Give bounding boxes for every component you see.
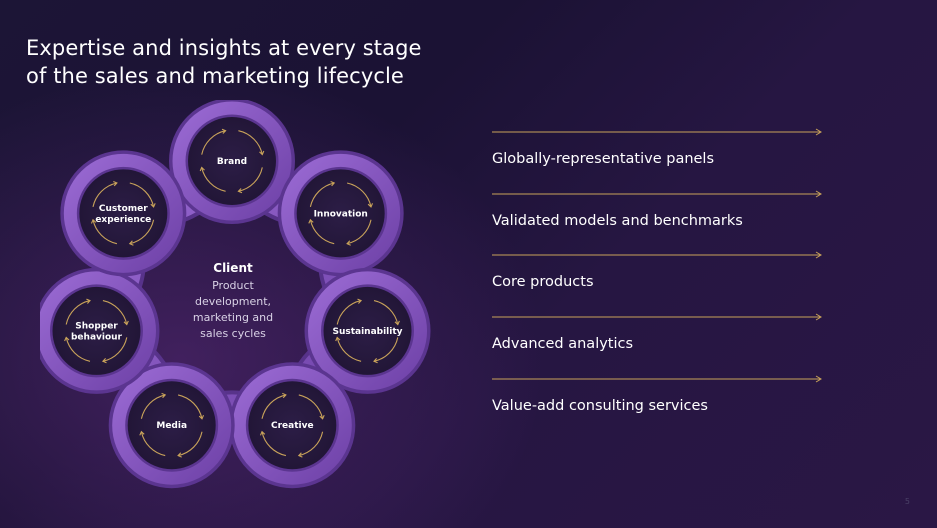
list-item-label: Value-add consulting services	[492, 397, 708, 414]
cycle-arrows-icon	[308, 180, 374, 246]
center-client-block: Client Product development, marketing an…	[193, 261, 273, 340]
list-item: Core products	[492, 245, 832, 307]
center-line-3: marketing and	[193, 311, 273, 324]
page-number: 5	[904, 497, 910, 506]
stage-node-label: experience	[95, 215, 151, 225]
cycle-arrows-icon	[199, 128, 265, 194]
center-line-4: sales cycles	[200, 327, 266, 340]
cycle-arrows-icon	[259, 392, 325, 458]
cycle-arrows-icon	[139, 392, 205, 458]
capabilities-list: Globally-representative panels Validated…	[492, 122, 832, 430]
list-item-label: Core products	[492, 274, 594, 291]
stage-node-label: Creative	[271, 421, 314, 431]
stage-node-label: behaviour	[71, 332, 123, 342]
center-title: Client	[213, 261, 253, 275]
stage-node-label: Customer	[99, 204, 148, 214]
cycle-ribbon	[40, 100, 431, 489]
list-item: Globally-representative panels	[492, 122, 832, 184]
stage-node-label: Shopper	[75, 321, 118, 331]
list-item: Advanced analytics	[492, 307, 832, 369]
gold-arrow-divider	[492, 190, 822, 198]
center-line-1: Product	[212, 279, 254, 292]
list-item: Value-add consulting services	[492, 369, 832, 431]
cycle-arrows-icon	[64, 298, 129, 364]
stage-node: Brand	[188, 117, 276, 205]
stage-node: Sustainability	[323, 286, 412, 375]
gold-arrow-divider	[492, 375, 822, 383]
stage-node-label: Innovation	[314, 209, 368, 219]
stage-node-label: Sustainability	[332, 327, 402, 337]
list-item-label: Globally-representative panels	[492, 151, 715, 167]
page-title: Expertise and insights at every stage of…	[26, 34, 446, 90]
stage-node: Creative	[248, 381, 337, 470]
title-line-1: Expertise and insights at every stage	[26, 36, 422, 60]
center-line-2: development,	[195, 295, 271, 308]
gold-arrow-divider	[492, 251, 822, 259]
title-line-2: of the sales and marketing lifecycle	[26, 64, 404, 88]
gold-arrow-divider	[492, 313, 822, 321]
list-item-label: Advanced analytics	[492, 336, 634, 353]
gold-arrow-divider	[492, 128, 822, 136]
cycle-arrows-icon	[90, 180, 156, 246]
stage-node: Innovation	[296, 169, 385, 258]
stage-node-label: Brand	[217, 157, 247, 167]
list-item-label: Validated models and benchmarks	[492, 212, 743, 229]
stage-node: Media	[127, 381, 216, 470]
cycle-arrows-icon	[335, 298, 400, 364]
list-item: Validated models and benchmarks	[492, 184, 832, 246]
stage-node-label: Media	[156, 421, 187, 431]
